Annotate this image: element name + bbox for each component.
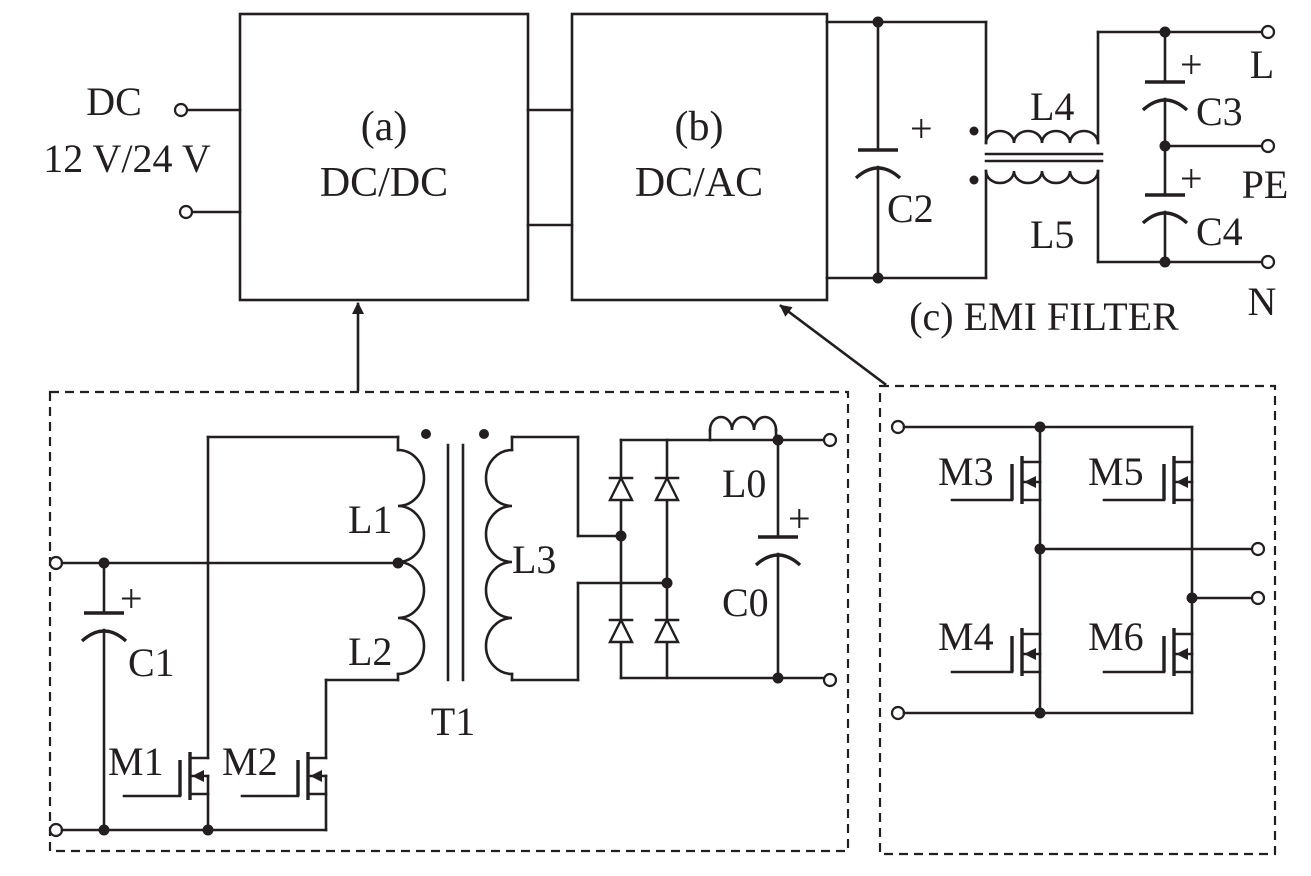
emi-filter-caption: (c) EMI FILTER — [909, 294, 1179, 339]
mosfet-m3: M3 — [938, 449, 1042, 504]
c2-label: C2 — [887, 186, 934, 231]
dc-input-terminal-negative — [178, 204, 194, 220]
transformer-t1: L1 L2 L3 T1 — [206, 429, 580, 744]
capacitor-c3: + C3 — [1141, 30, 1243, 148]
c0-label: C0 — [722, 580, 769, 625]
dcdc-terminal-in-top — [48, 555, 64, 571]
mosfet-m2: M2 — [222, 678, 328, 832]
dcac-terminal-out-a — [1250, 541, 1266, 557]
output-terminal-pe — [1260, 138, 1276, 154]
mosfet-m5: M5 — [1088, 449, 1194, 504]
dcac-detail-panel: M3 M4 M5 — [878, 384, 1277, 856]
l1-label: L1 — [348, 497, 392, 542]
dcdc-terminal-out-bottom — [822, 672, 838, 688]
capacitor-c1: + C1 — [80, 561, 175, 832]
block-interconnect — [526, 108, 574, 227]
m5-label: M5 — [1088, 449, 1144, 494]
c1-label: C1 — [128, 640, 175, 685]
capacitor-c2: + C2 — [854, 20, 934, 280]
output-filter-l0-c0: L0 + C0 — [708, 415, 838, 688]
c2-plus: + — [910, 106, 933, 151]
mosfet-m6: M6 — [1088, 614, 1194, 676]
arrow-to-dcac — [779, 304, 887, 386]
l5-label: L5 — [1030, 212, 1074, 257]
common-mode-choke: L4 L5 — [969, 20, 1167, 280]
m1-label: M1 — [108, 739, 164, 784]
output-label-pe: PE — [1242, 162, 1289, 207]
c4-label: C4 — [1196, 209, 1243, 254]
m2-label: M2 — [222, 739, 278, 784]
detail-arrows — [352, 302, 887, 392]
l2-label: L2 — [348, 629, 392, 674]
dc-input-terminal-positive — [173, 102, 189, 118]
dcdc-detail-panel: + C1 L1 L2 L3 T1 — [48, 390, 850, 853]
t1-label: T1 — [431, 699, 475, 744]
dc-input-label: DC — [86, 79, 142, 124]
block-dcac-name: DC/AC — [635, 160, 763, 206]
c1-plus: + — [120, 576, 143, 621]
dcac-terminal-out-b — [1250, 590, 1266, 606]
dcac-terminal-in-top — [890, 419, 906, 435]
bridge-rectifier — [608, 438, 780, 680]
block-dcdc-tag: (a) — [361, 104, 408, 150]
m3-label: M3 — [938, 449, 994, 494]
dcdc-terminal-out-top — [822, 432, 838, 448]
l3-label: L3 — [512, 537, 556, 582]
l0-label: L0 — [722, 461, 766, 506]
block-dcdc-name: DC/DC — [320, 160, 448, 206]
c3-label: C3 — [1196, 89, 1243, 134]
block-dcac: (b) DC/AC — [570, 12, 829, 302]
c0-plus: + — [788, 496, 811, 541]
block-dcac-tag: (b) — [675, 104, 724, 150]
output-terminal-n — [1260, 254, 1276, 270]
emi-filter: + C2 L4 L5 — [825, 16, 1289, 339]
block-dcdc: (a) DC/DC — [238, 12, 530, 302]
dc-input: DC 12 V/24 V — [43, 79, 242, 220]
mosfet-m4: M4 — [938, 614, 1042, 676]
output-terminal-l — [1260, 24, 1276, 40]
c3-plus: + — [1180, 42, 1203, 87]
mosfet-m1: M1 — [108, 435, 210, 832]
c4-plus: + — [1180, 156, 1203, 201]
output-label-n: N — [1248, 279, 1277, 324]
m4-label: M4 — [938, 614, 994, 659]
dc-input-voltage: 12 V/24 V — [43, 136, 211, 181]
l4-label: L4 — [1030, 84, 1074, 129]
output-label-l: L — [1250, 42, 1274, 87]
dcdc-terminal-in-bottom — [48, 822, 64, 838]
dcac-terminal-in-bottom — [890, 705, 906, 721]
m6-label: M6 — [1088, 614, 1144, 659]
capacitor-c4: + C4 — [1141, 144, 1243, 264]
